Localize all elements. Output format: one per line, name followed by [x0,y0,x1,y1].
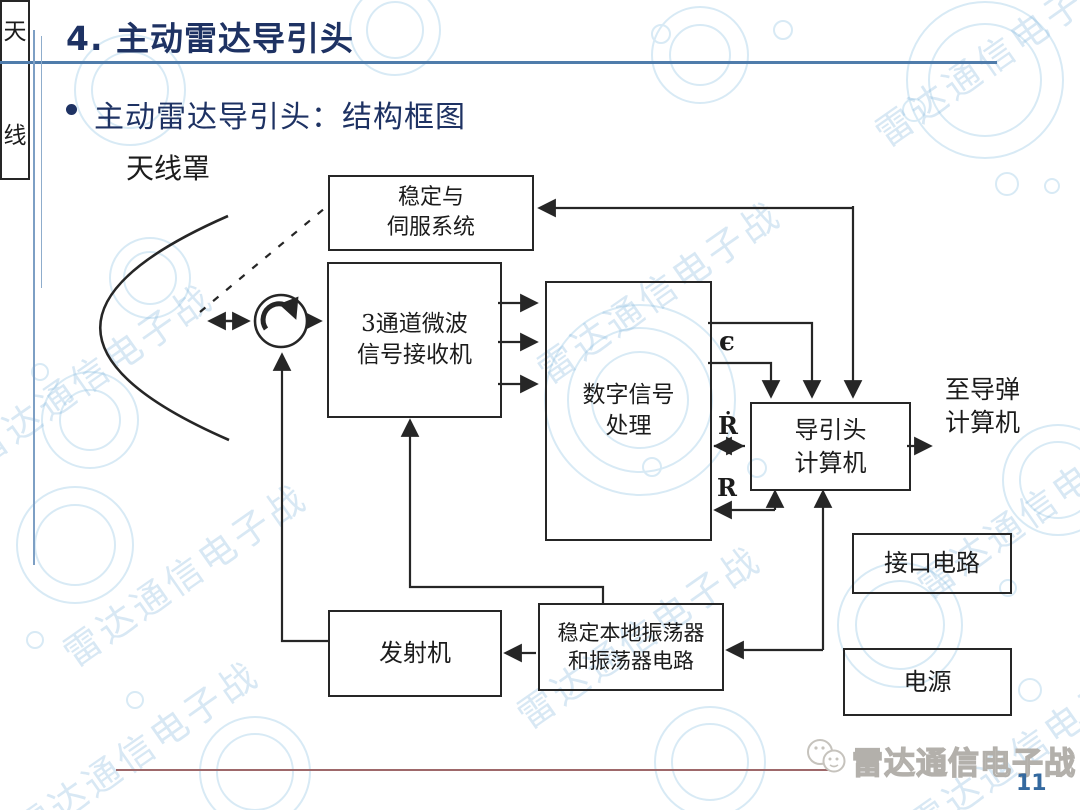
footer-divider [116,769,832,771]
footer-logo-icon [807,739,846,773]
antenna-box: 天 线 [0,0,30,180]
watermark-ripple [126,691,311,810]
transmitter-box: 发射机 [328,610,502,697]
watermark-ripple [995,172,1060,196]
arrow-dsp-to-seeker-epsilon [708,321,822,399]
watermark-ripple [1002,424,1080,536]
watermark-ripple [902,1,1064,159]
arrow-transmitter-to-circulator [272,352,328,643]
arrow-dsp-to-seeker-2 [708,361,781,399]
watermark-ripple [837,562,1042,702]
watermark-ripple [651,6,793,104]
dsp-box: 数字信号 处理 [545,281,712,541]
watermark-ripple [349,0,441,76]
left-accent-line-inner [41,36,42,288]
oscillator-box: 稳定本地振荡器 和振荡器电路 [538,603,724,691]
receiver-box: 3通道微波 信号接收机 [327,262,502,418]
page-title: 4. 主动雷达导引头 [66,19,354,58]
antenna-servo-dashed-link [199,207,326,313]
arrow-oscillator-to-receiver-lo [400,418,605,603]
watermark-ripple [31,363,139,469]
radome-label: 天线罩 [126,152,211,185]
left-accent-line-outer [33,30,35,565]
title-underline [0,61,997,64]
bullet-marker [66,104,77,115]
power-supply-box: 电源 [843,648,1012,716]
watermark-ripple [16,486,134,649]
interface-circuit-box: 接口电路 [852,533,1012,594]
seeker-computer-box: 导引头 计算机 [750,402,911,491]
range-rate-signal-label: Ṙ [718,411,738,440]
range-signal-label: R [717,473,737,502]
page-number: 11 [1016,771,1047,796]
radome-arc [98,214,230,442]
servo-system-box: 稳定与 伺服系统 [328,175,534,251]
circulator-rotation-arrow [260,296,299,331]
watermark-ripple [74,34,186,146]
to-missile-computer-label: 至导弹 计算机 [945,375,1021,437]
antenna-label-bottom: 线 [3,123,27,149]
antenna-label-top: 天 [3,19,27,45]
footer-logo-text: 雷达通信电子战 [851,745,1076,782]
epsilon-signal-label: ϵ [719,327,735,357]
bullet-text: 主动雷达导引头：结构框图 [94,100,466,135]
watermark-ripple [654,706,766,810]
